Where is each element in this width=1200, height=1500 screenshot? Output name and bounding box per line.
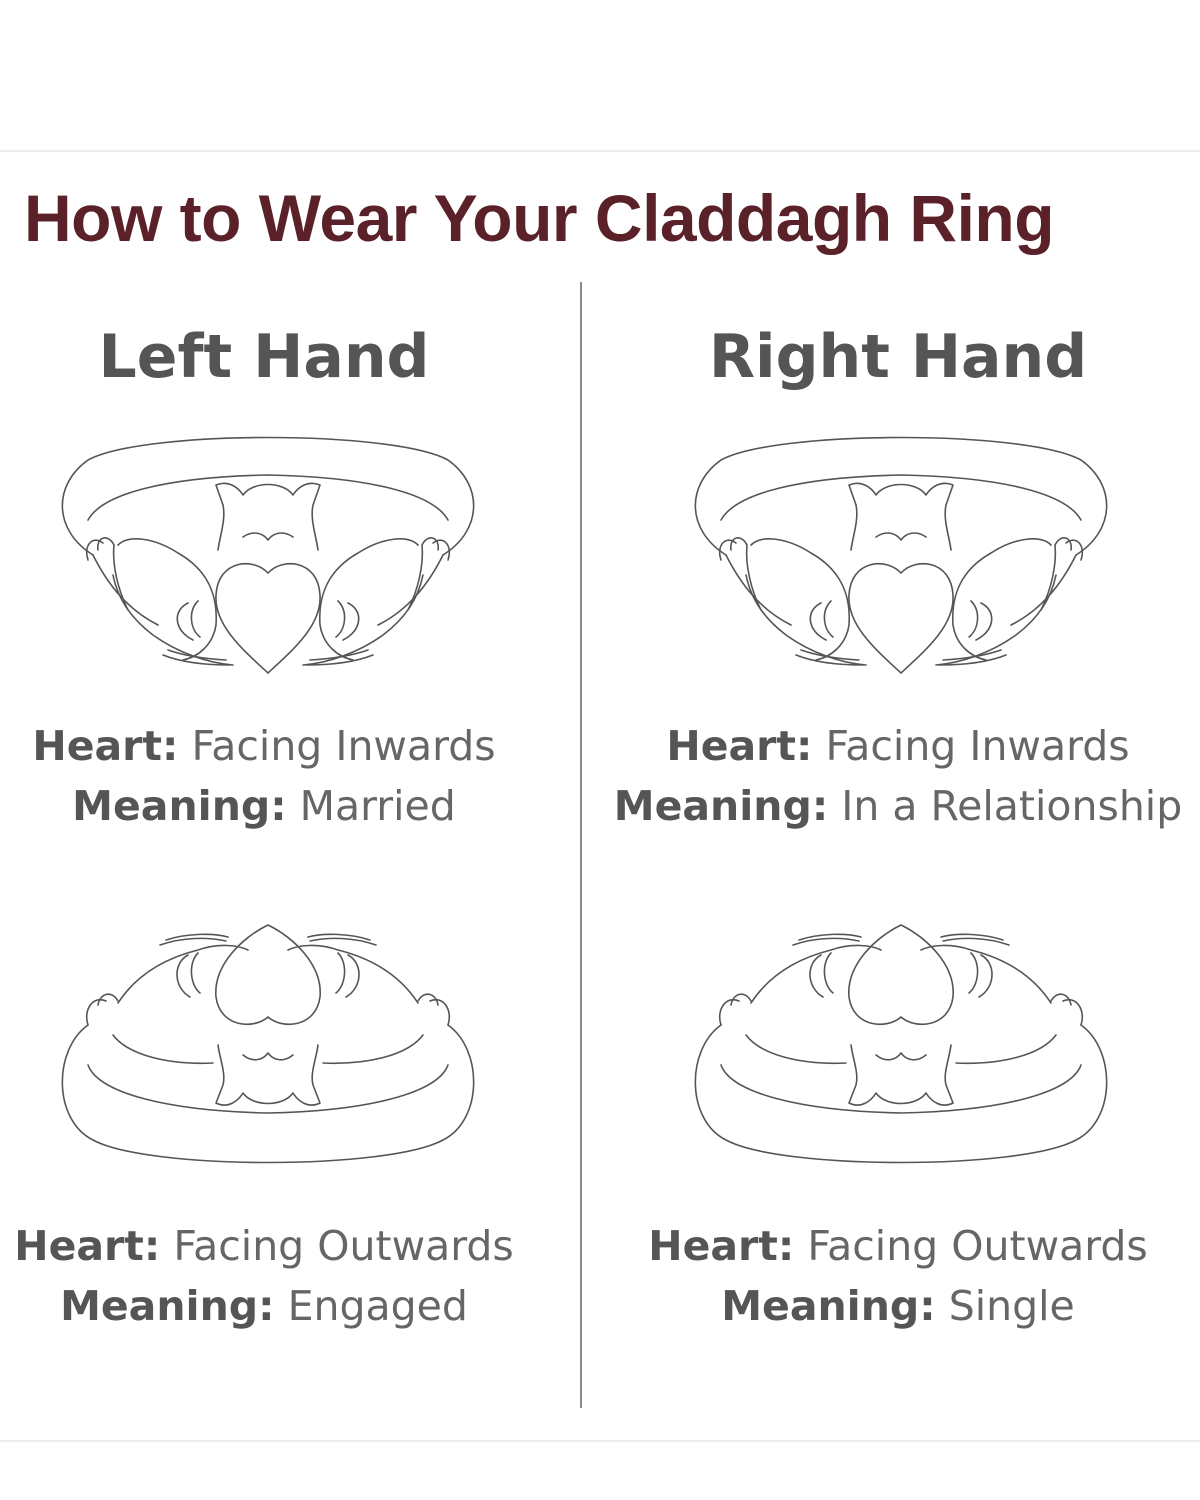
column-divider [580, 282, 582, 1408]
heart-value: Facing Outwards [173, 1222, 514, 1270]
claddagh-ring-heart-outward-icon [694, 924, 1108, 1164]
heart-line: Heart: Facing Inwards [608, 716, 1188, 776]
meaning-value: In a Relationship [841, 782, 1183, 830]
heart-value: Facing Inwards [825, 722, 1130, 770]
meaning-value: Single [948, 1282, 1075, 1330]
left-hand-heading: Left Hand [98, 322, 430, 392]
heart-line: Heart: Facing Inwards [0, 716, 554, 776]
heart-line: Heart: Facing Outwards [608, 1216, 1188, 1276]
top-rule [0, 150, 1200, 152]
meaning-value: Married [299, 782, 456, 830]
bottom-rule [0, 1440, 1200, 1442]
meaning-value: Engaged [287, 1282, 468, 1330]
caption-right-bottom: Heart: Facing Outwards Meaning: Single [608, 1216, 1188, 1336]
claddagh-ring-heart-inward-icon [694, 436, 1108, 674]
meaning-label: Meaning: [60, 1282, 275, 1330]
heart-label: Heart: [14, 1222, 161, 1270]
meaning-label: Meaning: [721, 1282, 936, 1330]
meaning-line: Meaning: Engaged [0, 1276, 554, 1336]
right-hand-heading: Right Hand [708, 322, 1088, 392]
meaning-label: Meaning: [613, 782, 829, 830]
claddagh-ring-heart-inward-icon [61, 436, 475, 674]
meaning-line: Meaning: Married [0, 776, 554, 836]
meaning-line: Meaning: Single [608, 1276, 1188, 1336]
meaning-label: Meaning: [72, 782, 287, 830]
heart-label: Heart: [32, 722, 179, 770]
heart-value: Facing Outwards [807, 1222, 1148, 1270]
heart-line: Heart: Facing Outwards [0, 1216, 554, 1276]
heart-value: Facing Inwards [191, 722, 496, 770]
claddagh-ring-heart-outward-icon [61, 924, 475, 1164]
caption-left-bottom: Heart: Facing Outwards Meaning: Engaged [0, 1216, 554, 1336]
heart-label: Heart: [666, 722, 813, 770]
heart-label: Heart: [648, 1222, 795, 1270]
page-title: How to Wear Your Claddagh Ring [24, 181, 1055, 255]
meaning-line: Meaning: In a Relationship [608, 776, 1188, 836]
caption-left-top: Heart: Facing Inwards Meaning: Married [0, 716, 554, 836]
caption-right-top: Heart: Facing Inwards Meaning: In a Rela… [608, 716, 1188, 836]
